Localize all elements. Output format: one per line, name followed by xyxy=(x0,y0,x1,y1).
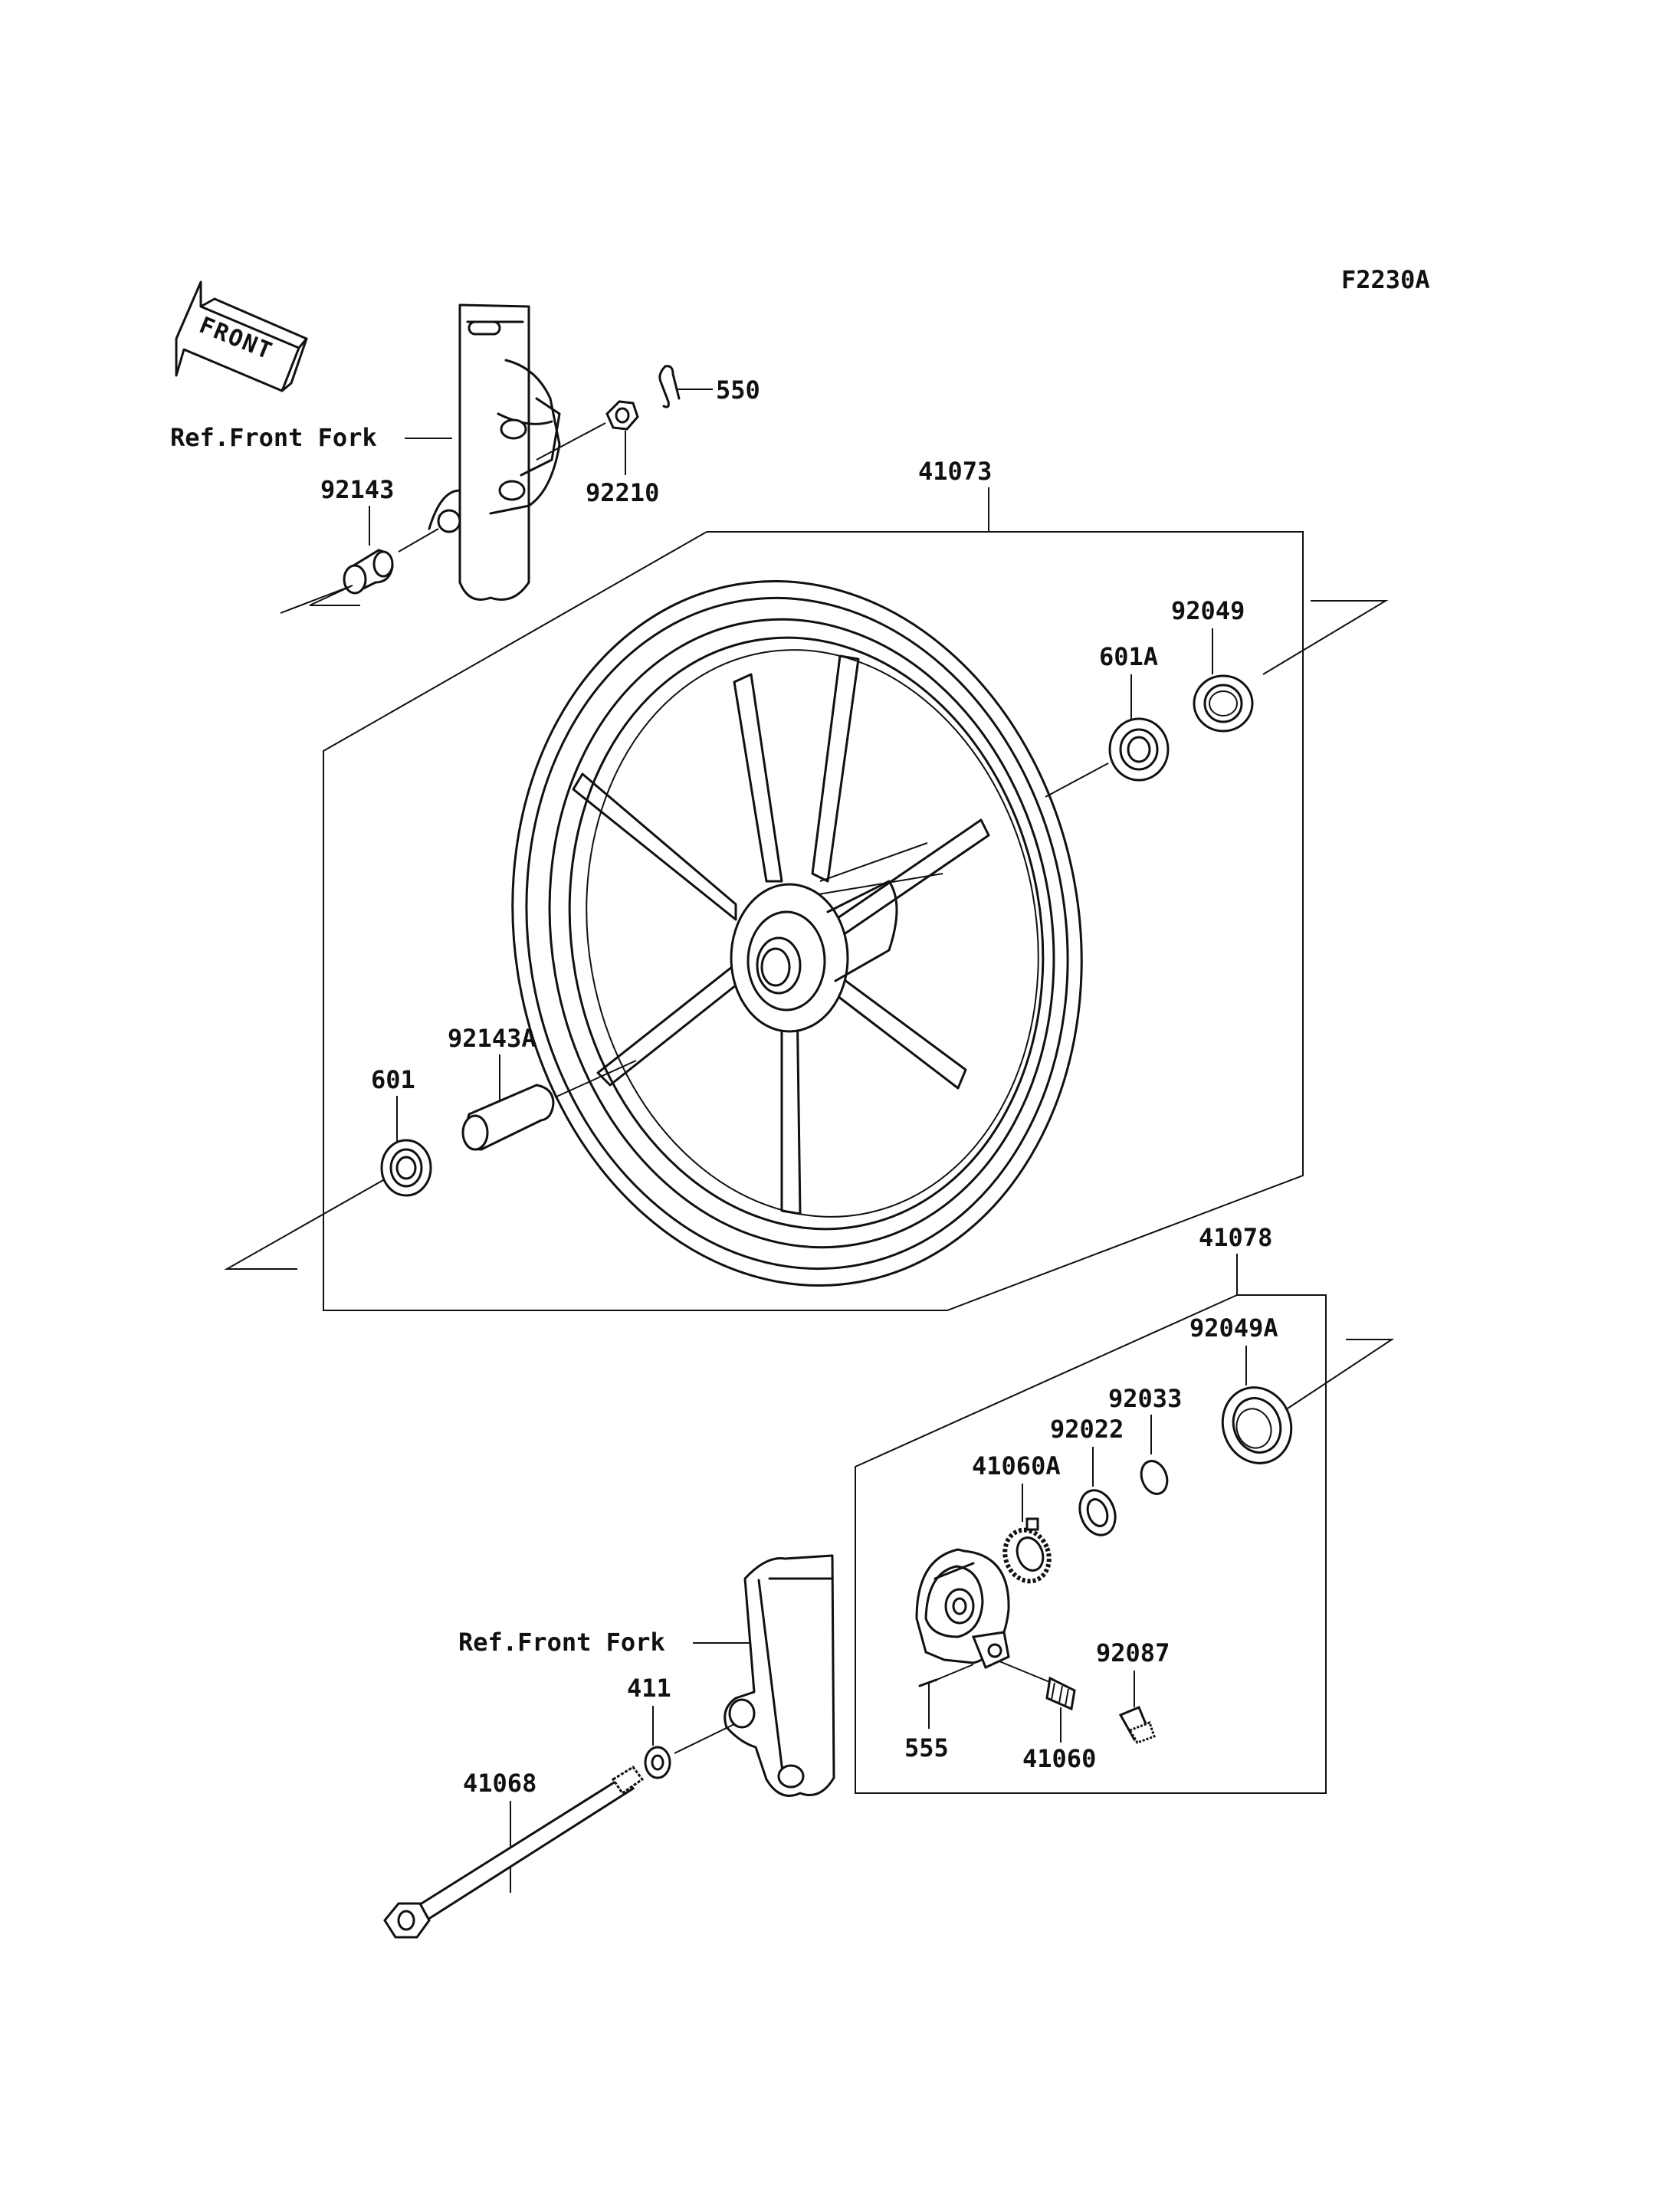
oil-seal-92049A xyxy=(1221,1386,1293,1464)
part-41068-label: 41068 xyxy=(463,1769,536,1798)
part-92049A-label: 92049A xyxy=(1189,1313,1278,1343)
part-41078-label: 41078 xyxy=(1199,1223,1272,1252)
part-41060A-label: 41060A xyxy=(972,1451,1061,1481)
gear-41060A xyxy=(1002,1517,1052,1584)
group-box-41078 xyxy=(855,1294,1327,1794)
front-fork-top-drawing xyxy=(428,303,561,601)
part-92210-label: 92210 xyxy=(586,478,659,507)
bearing-601 xyxy=(380,1139,432,1197)
collar-92143A xyxy=(461,1084,555,1151)
diagram-code: F2230A xyxy=(1341,265,1430,294)
part-601-label: 601 xyxy=(371,1065,415,1094)
part-92143-label: 92143 xyxy=(320,475,394,504)
washer-411 xyxy=(644,1746,671,1779)
axis-line-92143-fork xyxy=(398,528,439,553)
castle-nut-92210 xyxy=(605,400,639,431)
axis-line-92210 xyxy=(536,422,606,461)
part-92087-label: 92087 xyxy=(1096,1638,1170,1667)
part-601A-label: 601A xyxy=(1099,642,1158,671)
bearing-601A xyxy=(1108,717,1170,782)
bushing-92087 xyxy=(1118,1706,1156,1744)
oil-seal-92049 xyxy=(1193,674,1254,733)
axis-line-92143 xyxy=(280,585,360,614)
cotter-pin-550 xyxy=(658,365,681,408)
pin-555 xyxy=(918,1664,974,1687)
group-box-41073 xyxy=(323,531,1304,1311)
part-92143A-label: 92143A xyxy=(448,1024,536,1053)
ref-front-fork-top-label: Ref.Front Fork xyxy=(170,423,377,452)
part-41060-label: 41060 xyxy=(1022,1744,1096,1773)
front-direction-arrow: FRONT xyxy=(175,280,308,392)
front-fork-bottom-drawing xyxy=(724,1554,835,1797)
part-92022-label: 92022 xyxy=(1050,1415,1124,1444)
axis-line-92049 xyxy=(1262,600,1389,675)
axis-line-601A xyxy=(1045,762,1109,798)
part-411-label: 411 xyxy=(627,1674,671,1703)
speedometer-gear-housing xyxy=(915,1548,1010,1670)
front-wheel-41073 xyxy=(511,580,1083,1287)
part-92033-label: 92033 xyxy=(1108,1384,1182,1413)
pinion-41060 xyxy=(999,1661,1076,1711)
axis-line-92143A xyxy=(554,1060,637,1098)
axle-41068 xyxy=(383,1766,645,1939)
part-41073-label: 41073 xyxy=(918,457,992,486)
axis-line-92049A xyxy=(1287,1339,1395,1409)
axis-line-601 xyxy=(224,1179,384,1270)
part-92049-label: 92049 xyxy=(1171,596,1245,625)
part-555-label: 555 xyxy=(904,1733,949,1763)
washer-92022 xyxy=(1078,1489,1117,1536)
wheel-hub xyxy=(730,880,898,1033)
circlip-92033 xyxy=(1140,1460,1169,1495)
axis-line-411 xyxy=(674,1723,735,1754)
ref-front-fork-bottom-label: Ref.Front Fork xyxy=(458,1628,665,1657)
part-550-label: 550 xyxy=(716,375,760,405)
